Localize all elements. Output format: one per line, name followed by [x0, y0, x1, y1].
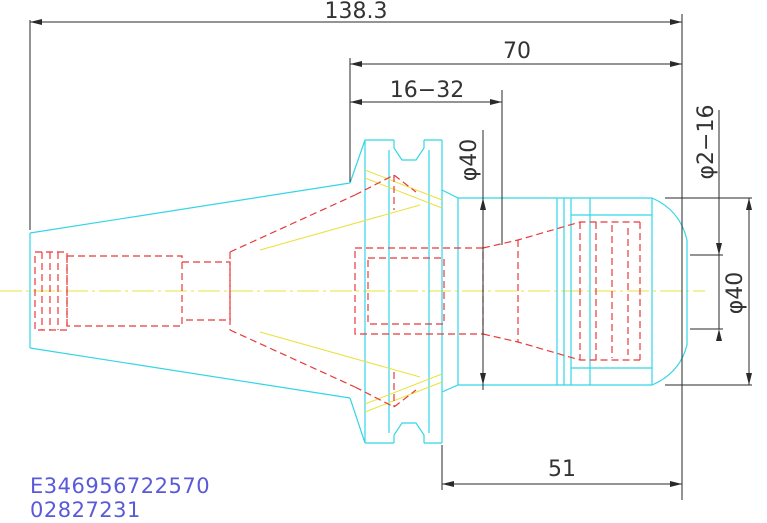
dim-body-diameter: φ40 [457, 139, 482, 182]
dim-nose-length: 51 [548, 457, 576, 482]
tool-holder-outline [29, 139, 688, 444]
dim-clamp-range: 16−32 [390, 78, 464, 103]
part-number: 02827231 [30, 498, 141, 522]
hidden-lines [34, 174, 641, 408]
dim-collet-range: φ2−16 [694, 105, 719, 180]
dim-nose-diameter: φ40 [723, 272, 748, 315]
dim-flange-length: 70 [503, 39, 531, 64]
dim-overall-length: 138.3 [325, 0, 388, 24]
thread-lines [259, 169, 443, 413]
part-code: E346956722570 [30, 474, 211, 498]
dimension-lines [29, 14, 752, 500]
